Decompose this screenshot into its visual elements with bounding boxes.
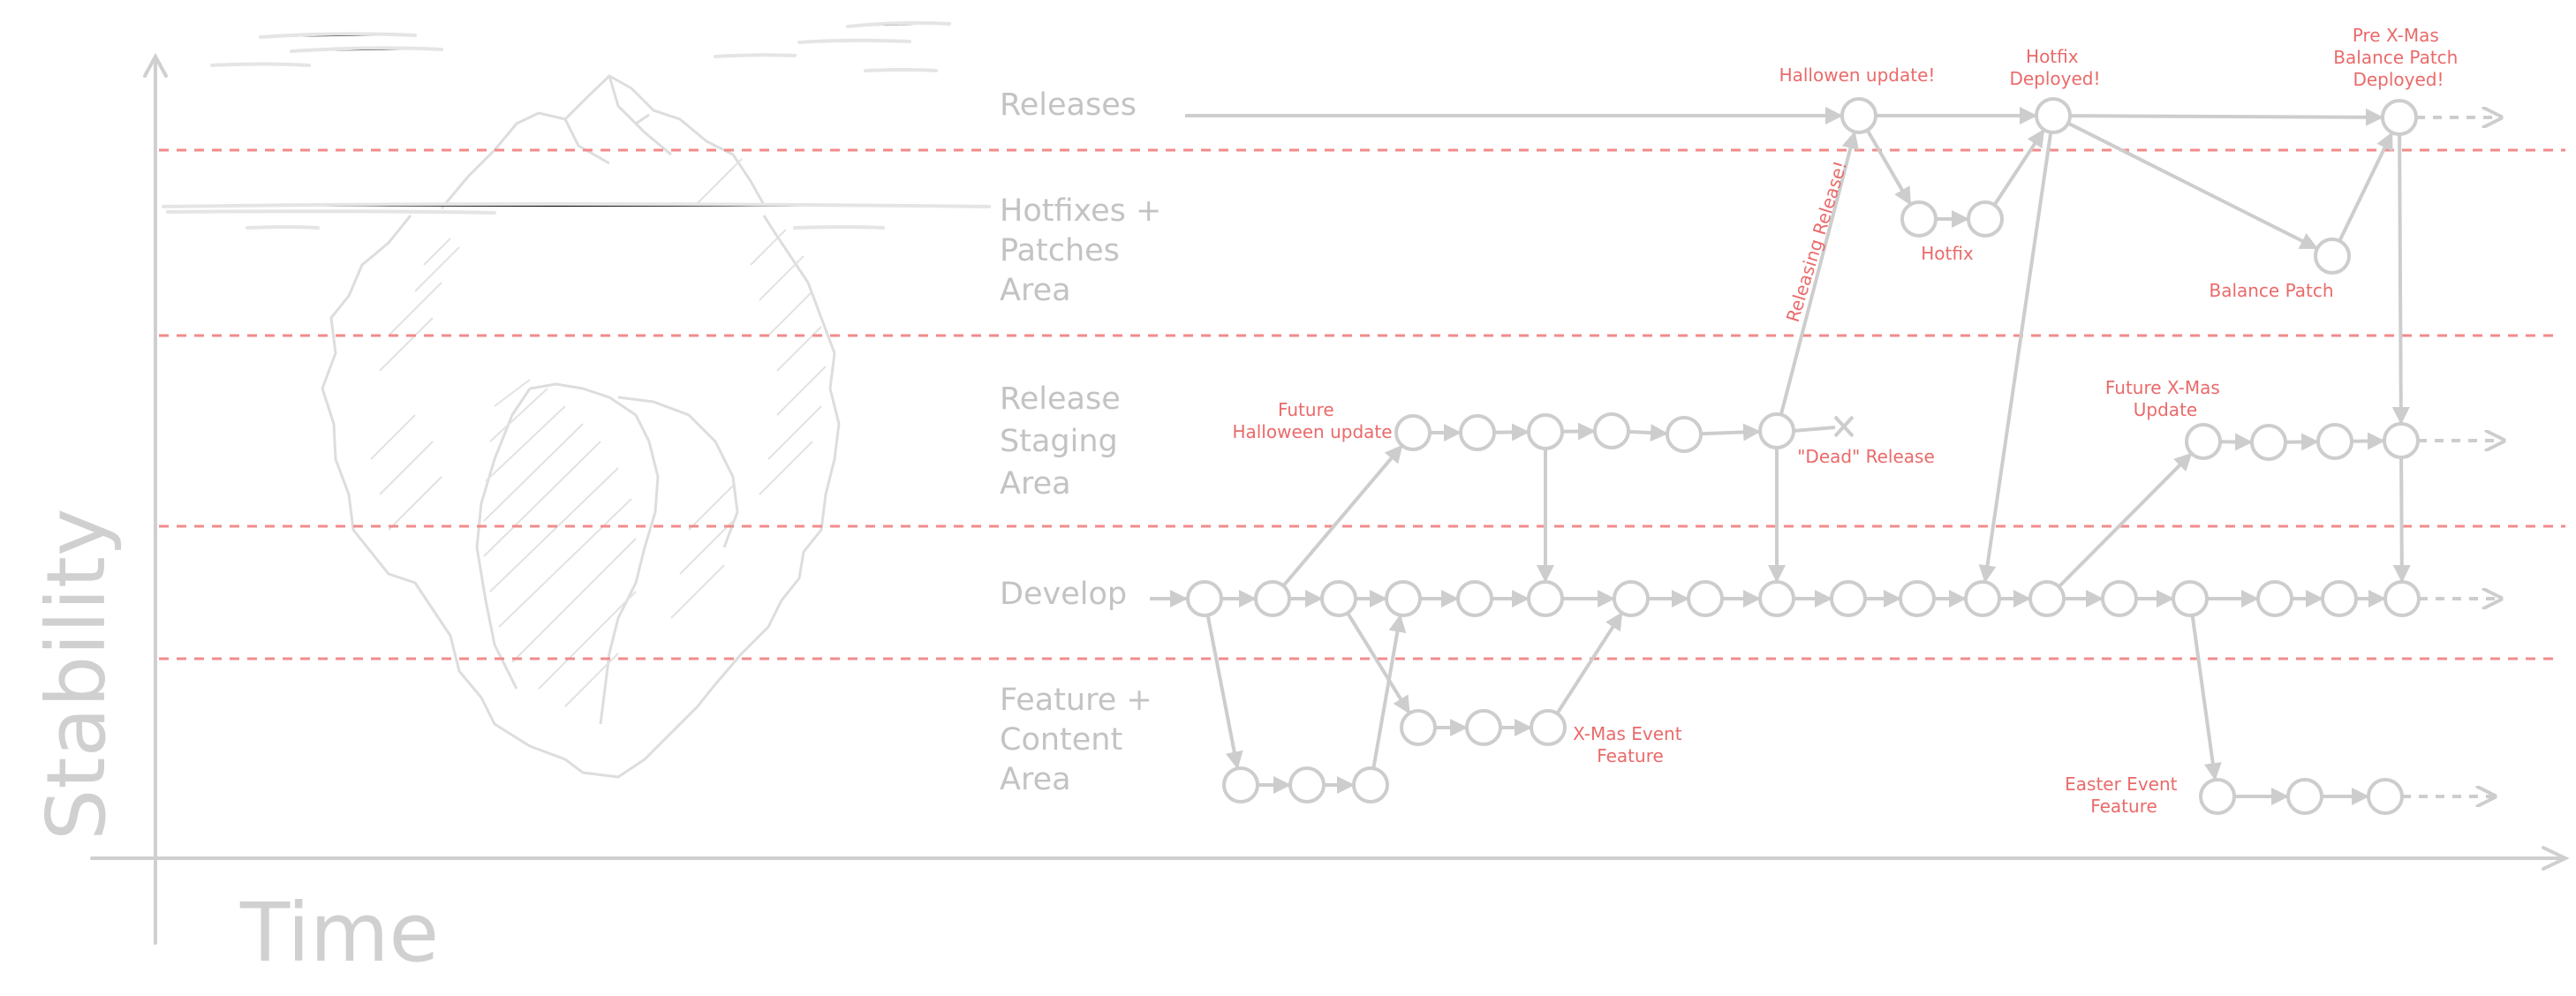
commit-edge	[1346, 612, 1411, 714]
commit-node	[2383, 580, 2421, 617]
note-easter-event: Easter Event Feature	[2065, 773, 2183, 817]
lane-label-hotfixes: Hotfixes + Patches Area	[1000, 193, 1172, 308]
commit-node	[2101, 580, 2138, 617]
note-releasing-release: Releasing Release!	[1782, 158, 1851, 324]
commit-node	[2381, 99, 2418, 136]
commit-node	[1840, 97, 1877, 134]
commit-edge	[1371, 614, 1407, 769]
commit-edges	[1150, 107, 2504, 796]
commit-node	[2028, 580, 2066, 617]
commit-node	[1527, 413, 1564, 450]
commit-edge	[2392, 456, 2411, 584]
commit-edge	[2338, 132, 2394, 242]
waterline	[162, 202, 991, 208]
commit-edge	[1978, 132, 2053, 584]
y-axis-arrowhead	[143, 52, 168, 78]
commit-node	[1385, 580, 1422, 617]
note-future-xmas: Future X-Mas Update	[2105, 377, 2225, 420]
iceberg-hatching	[370, 158, 827, 707]
commit-node	[1400, 709, 1437, 746]
commit-edge	[2190, 615, 2222, 781]
commit-node	[1527, 580, 1564, 617]
commit-edge	[1281, 444, 1403, 587]
lane-label-develop: Develop	[1000, 577, 1127, 612]
commit-node	[1288, 766, 1326, 804]
commit-node	[1465, 709, 1502, 746]
waterline-2	[166, 209, 496, 215]
commit-edge	[2391, 133, 2410, 426]
commit-edge	[2067, 121, 2318, 250]
commit-edge	[1555, 612, 1623, 715]
commit-node	[1758, 580, 1795, 617]
lane-label-releases: Releases	[1000, 87, 1137, 123]
commit-node	[2314, 238, 2351, 275]
note-balance-patch: Balance Patch	[2209, 280, 2333, 301]
axes: Stability Time	[29, 52, 2570, 980]
commit-node	[1830, 580, 1867, 617]
commit-node	[2035, 97, 2072, 134]
commit-node	[1456, 580, 1493, 617]
note-future-halloween: Future Halloween update	[1232, 399, 1392, 442]
commit-node	[2185, 423, 2222, 460]
iceberg-peak-detail	[563, 75, 672, 165]
commit-node	[2286, 778, 2323, 815]
commit-nodes	[1186, 97, 2421, 815]
commit-node	[2172, 580, 2209, 617]
commit-edge	[2057, 452, 2193, 588]
commit-node	[1900, 200, 1938, 238]
commit-node	[1186, 580, 1223, 617]
commit-node	[1687, 580, 1724, 617]
lane-label-feature: Feature + Content Area	[1000, 683, 1162, 797]
dead-release-cross-icon	[1833, 415, 1855, 438]
commit-node	[1613, 580, 1650, 617]
dead-release-branch	[1793, 426, 1836, 433]
commit-node	[1530, 709, 1567, 746]
annotations: Hallowen update! Hotfix Deployed! Pre X-…	[1232, 25, 2463, 817]
commit-node	[1593, 412, 1630, 449]
commit-node	[2316, 423, 2353, 460]
note-hotfix-deployed: Hotfix Deployed!	[2009, 46, 2100, 89]
commit-node	[1666, 416, 1703, 453]
commit-node	[1967, 200, 2004, 238]
note-hotfix: Hotfix	[1921, 243, 1974, 264]
lane-labels: Releases Hotfixes + Patches Area Release…	[1000, 87, 1172, 797]
commit-node	[1394, 414, 1432, 451]
x-axis-arrowhead	[2542, 846, 2570, 871]
commit-edge	[1779, 131, 1860, 416]
commit-edge	[1205, 615, 1243, 770]
commit-edge	[1992, 129, 2045, 207]
iceberg-illustration	[162, 21, 991, 779]
note-halloween-update: Hallowen update!	[1779, 64, 1936, 86]
note-xmas-event: X-Mas Event Feature	[1573, 723, 1688, 766]
commit-node	[2256, 580, 2293, 617]
commit-node	[2321, 580, 2358, 617]
commit-node	[1964, 580, 2001, 617]
lane-label-staging: Release Staging Area	[1000, 381, 1130, 502]
band-separators	[159, 148, 2565, 660]
iceberg-body	[321, 215, 841, 779]
commit-node	[2250, 424, 2287, 461]
commit-node	[1254, 580, 1291, 617]
commit-node	[2383, 422, 2420, 459]
commit-node	[1352, 766, 1389, 804]
commit-edge	[1865, 129, 1912, 206]
sky-strokes	[210, 21, 951, 72]
commit-edge	[1628, 424, 1669, 442]
commit-edge	[1700, 423, 1762, 441]
commit-node	[2367, 778, 2404, 815]
note-xmas-deployed: Pre X-Mas Balance Patch Deployed!	[2333, 25, 2463, 90]
y-axis-label: Stability	[29, 509, 124, 841]
commit-node	[2199, 778, 2236, 815]
commit-node	[1459, 414, 1496, 451]
commit-node	[1758, 412, 1795, 449]
iceberg-tip	[440, 74, 766, 209]
commit-edge	[2069, 108, 2384, 126]
iceberg-inner-detail	[475, 382, 739, 725]
commit-node	[1320, 580, 1357, 617]
commit-node	[1899, 580, 1936, 617]
x-axis-label: Time	[239, 886, 439, 980]
commit-node	[1222, 766, 1259, 804]
note-dead-release: "Dead" Release	[1797, 446, 1935, 467]
